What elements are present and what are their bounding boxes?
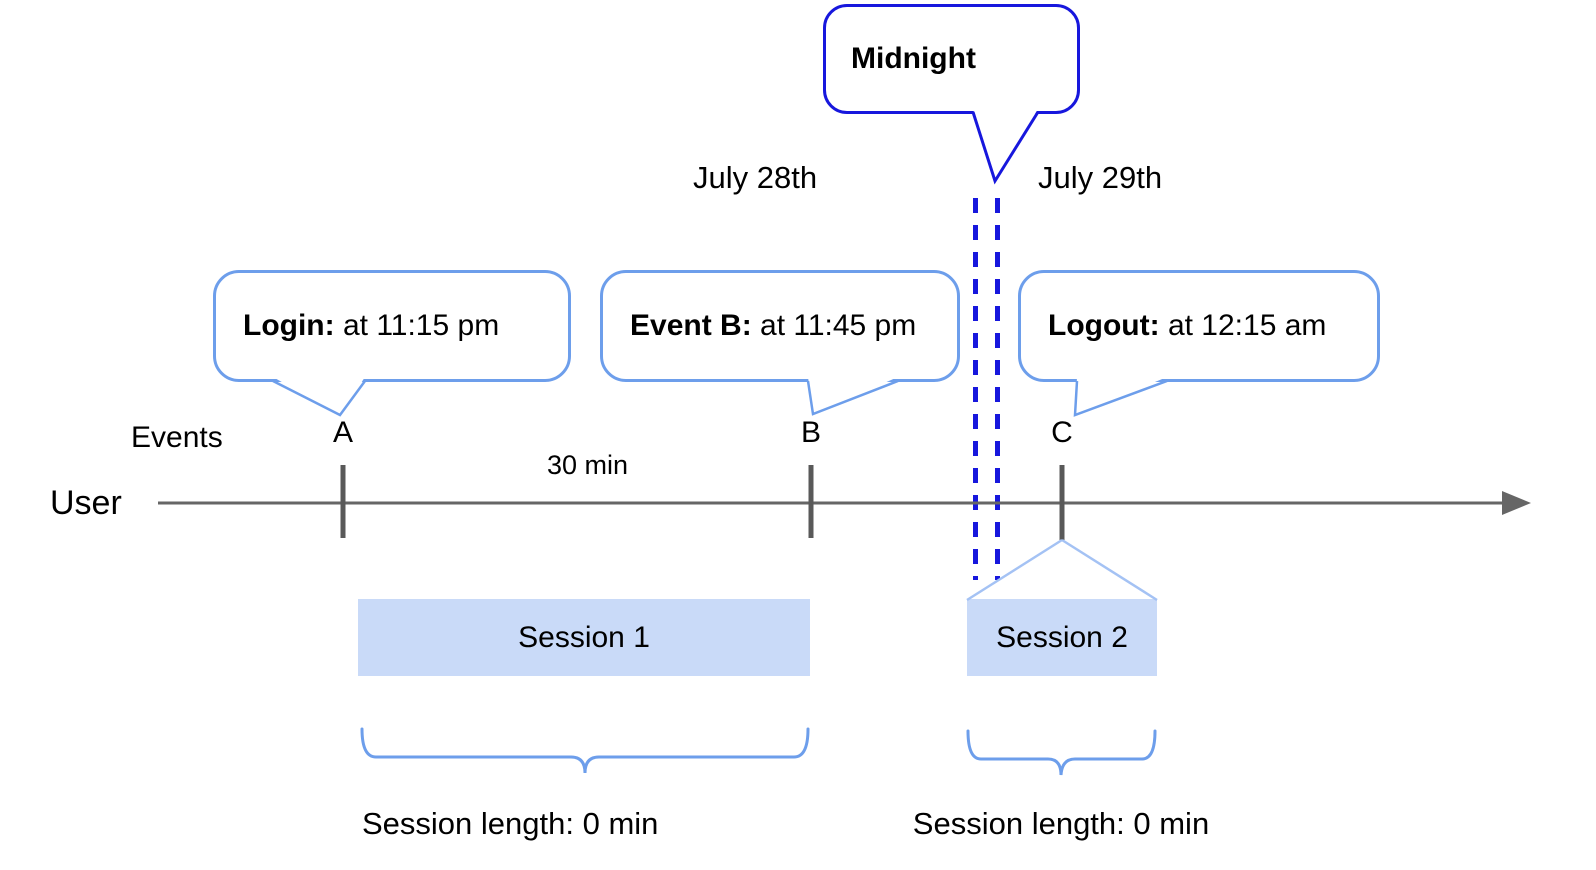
midnight-label: Midnight — [851, 42, 976, 75]
event-b-callout-detail: at 11:45 pm — [751, 309, 917, 342]
logout-callout: Logout: at 12:15 am — [1018, 270, 1380, 382]
interval-30min-label: 30 min — [547, 450, 629, 480]
date-label-july-29: July 29th — [1038, 160, 1163, 195]
user-axis-label: User — [50, 484, 122, 522]
event-letter-b: B — [800, 416, 822, 449]
logout-callout-tail — [1075, 377, 1167, 415]
session-1-bar: Session 1 — [358, 599, 810, 676]
session-2-label: Session 2 — [996, 620, 1128, 654]
session-2-connector-right — [1061, 538, 1158, 602]
event-letter-c: C — [1051, 416, 1073, 449]
logout-callout-title: Logout: — [1048, 309, 1160, 342]
login-callout-detail: at 11:15 pm — [334, 309, 500, 342]
session-2-length-label: Session length: 0 min — [912, 806, 1210, 841]
login-callout-title: Login: — [243, 309, 335, 342]
midnight-callout-tail-outline — [971, 111, 1040, 185]
event-b-callout-tail-outline — [806, 379, 899, 416]
event-b-callout: Event B: at 11:45 pm — [600, 270, 960, 382]
session-2-brace — [966, 729, 1157, 776]
session-1-label: Session 1 — [518, 620, 650, 654]
midnight-callout-tail — [973, 109, 1038, 181]
events-axis-label: Events — [131, 421, 223, 454]
logout-callout-detail: at 12:15 am — [1159, 309, 1327, 342]
logout-callout-tail-outline — [1073, 379, 1168, 417]
login-callout-tail-outline — [272, 379, 367, 417]
event-b-callout-title: Event B: — [630, 309, 752, 342]
session-1-brace — [360, 727, 810, 774]
timeline-arrowhead-icon — [1502, 491, 1531, 515]
event-letter-a: A — [332, 416, 354, 449]
login-callout-tail — [273, 377, 365, 415]
session-1-length-label: Session length: 0 min — [362, 806, 659, 841]
login-callout: Login: at 11:15 pm — [213, 270, 571, 382]
session-2-connector-left — [966, 538, 1063, 602]
date-label-july-28: July 28th — [693, 160, 818, 195]
session-2-bar: Session 2 — [967, 599, 1157, 676]
midnight-callout: Midnight — [823, 4, 1080, 114]
event-b-callout-tail — [808, 377, 898, 414]
